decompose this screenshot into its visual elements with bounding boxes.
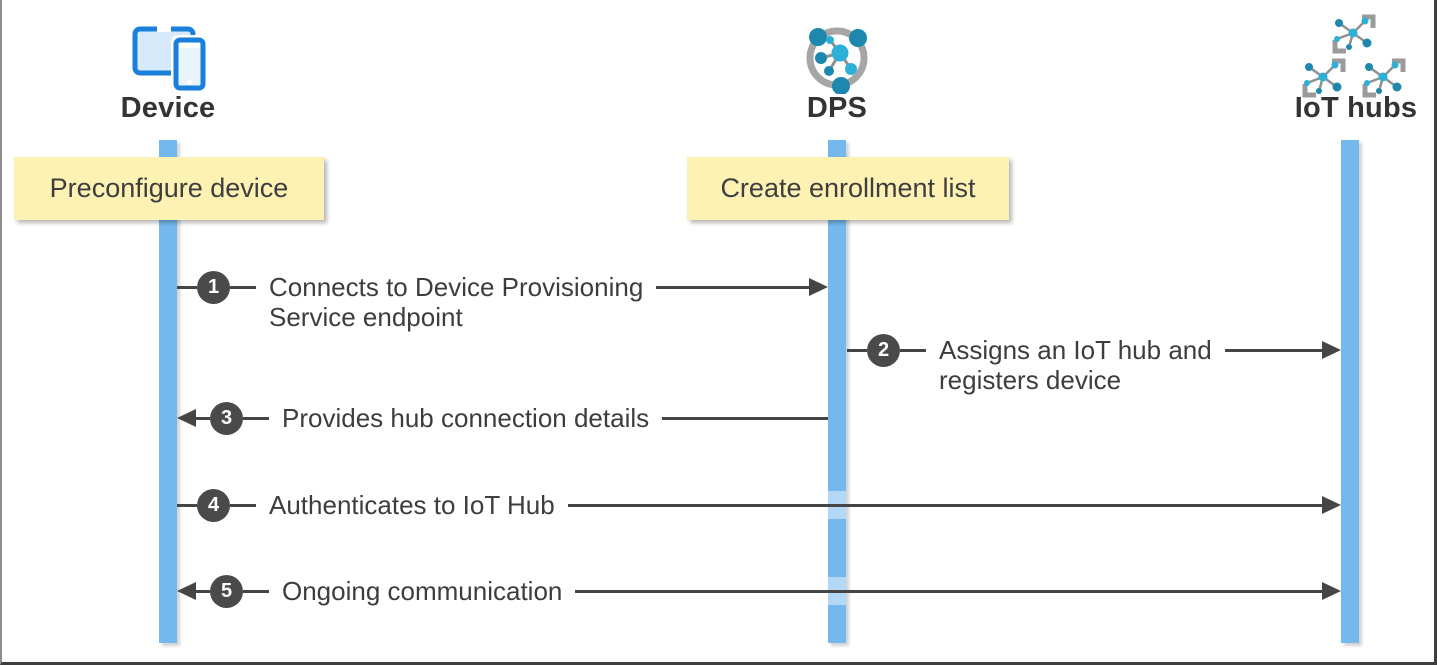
message-line <box>662 416 828 420</box>
arrowhead-right-icon <box>809 278 828 296</box>
note-create-enrollment-list: Create enrollment list <box>687 157 1009 220</box>
arrowhead-right-icon <box>1322 496 1341 514</box>
message-line <box>196 589 210 593</box>
note-preconfigure-device: Preconfigure device <box>14 157 324 220</box>
message-line <box>567 503 1322 507</box>
step-label: Connects to Device Provisioning Service … <box>269 272 644 332</box>
lifeline-device <box>159 140 177 643</box>
message-line <box>243 589 269 593</box>
step-3-provides-connection-details: 3 Provides hub connection details <box>177 398 828 438</box>
step-1-connects-to-dps: 1 Connects to Device Provisioning Servic… <box>177 267 828 332</box>
step-label-line2: registers device <box>939 365 1122 395</box>
device-icon <box>130 18 208 97</box>
step-number-badge: 4 <box>197 488 230 522</box>
message-line <box>656 285 809 289</box>
message-line <box>196 416 210 420</box>
message-line <box>575 589 1322 593</box>
message-line <box>847 348 867 352</box>
step-5-ongoing-communication: 5 Ongoing communication <box>177 571 1341 611</box>
message-line <box>230 285 256 289</box>
arrowhead-right-icon <box>1322 582 1341 600</box>
actor-label-device: Device <box>120 92 216 124</box>
step-2-assigns-iot-hub: 2 Assigns an IoT hub and registers devic… <box>847 330 1341 395</box>
step-label: Provides hub connection details <box>282 403 650 433</box>
step-label: Assigns an IoT hub and registers device <box>939 335 1212 395</box>
arrowhead-left-icon <box>177 409 196 427</box>
step-number-badge: 1 <box>197 270 230 304</box>
step-label: Ongoing communication <box>282 576 563 606</box>
step-label-line2: Service endpoint <box>269 302 463 332</box>
step-number-badge: 2 <box>867 333 900 367</box>
message-line <box>177 503 197 507</box>
message-line <box>243 416 269 420</box>
note-label: Create enrollment list <box>720 173 976 203</box>
actor-label-iot-hubs: IoT hubs <box>1294 92 1418 124</box>
lifeline-iot-hubs <box>1341 140 1359 643</box>
message-line <box>177 285 197 289</box>
step-number-badge: 3 <box>210 401 243 435</box>
dps-icon <box>801 22 873 99</box>
step-4-authenticates: 4 Authenticates to IoT Hub <box>177 485 1341 525</box>
message-line <box>1224 348 1322 352</box>
message-line <box>230 503 256 507</box>
arrowhead-left-icon <box>177 582 196 600</box>
step-label: Authenticates to IoT Hub <box>269 490 555 520</box>
arrowhead-right-icon <box>1322 341 1341 359</box>
note-label: Preconfigure device <box>49 173 289 203</box>
step-number-badge: 5 <box>210 574 243 608</box>
actor-label-dps: DPS <box>806 92 868 124</box>
message-line <box>900 348 926 352</box>
